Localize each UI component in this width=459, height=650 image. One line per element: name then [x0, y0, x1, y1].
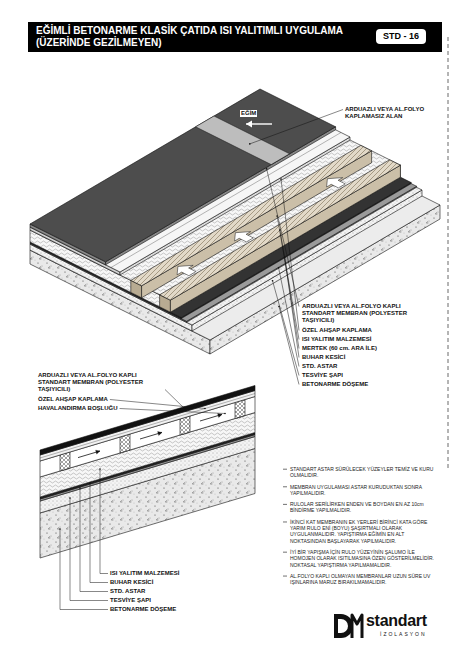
callout-label: TESVİYE ŞAPI	[302, 372, 343, 379]
note-bullet	[283, 504, 287, 505]
leader-dot	[99, 468, 101, 470]
callout-label: ÖZEL AHŞAP KAPLAMA	[38, 396, 108, 403]
leader-line	[281, 179, 299, 331]
logo-mark	[334, 614, 353, 638]
callout-label: BUHAR KESİCİ	[302, 354, 345, 361]
frame-line	[448, 37, 449, 470]
leader-line	[120, 409, 225, 414]
note-bullet	[283, 552, 287, 553]
leader-dot	[59, 528, 61, 530]
callout-label: BUHAR KESİCİ	[110, 579, 153, 586]
leader-dot	[184, 408, 186, 410]
callout-label: HAVALANDIRMA BOŞLUĞU	[38, 405, 118, 412]
note-text: STANDART ASTAR SÜRÜLECEK YÜZEYLER TEMİZ …	[290, 466, 440, 479]
leader-line	[110, 400, 205, 409]
title-banner	[28, 22, 442, 52]
leader-dot	[69, 497, 71, 499]
note-bullet	[283, 469, 287, 470]
air-flow-arrow	[200, 414, 222, 421]
leader-line	[60, 529, 108, 610]
leader-dot	[224, 413, 226, 415]
logo-text: standart	[366, 611, 427, 630]
code-box: STD - 16	[376, 29, 426, 44]
leader-dot	[284, 257, 286, 259]
leader-dot	[79, 487, 81, 489]
leader-line	[90, 483, 108, 583]
leader-dot	[266, 168, 268, 170]
logo-subtext: İZOLASYON	[380, 631, 427, 637]
leader-line	[70, 498, 108, 601]
leader-line	[279, 307, 299, 385]
callout-label: ISI YALITIM MALZEMESİ	[110, 570, 179, 577]
callout-label: ÖZEL AHŞAP KAPLAMA	[302, 327, 372, 334]
leader-line	[267, 169, 299, 307]
leader-line	[277, 216, 299, 339]
roof-section	[40, 386, 255, 559]
slope-arrow-head	[246, 121, 252, 128]
leader-dot	[279, 229, 281, 231]
note-bullet	[283, 486, 287, 487]
note-text: İYİ BİR YAPIŞMA İÇİN RULO YÜZEYİNİN ŞALU…	[290, 549, 440, 568]
leader-dot	[89, 482, 91, 484]
board-grain	[40, 394, 255, 459]
flow-arrow	[235, 232, 254, 242]
leader-dot	[276, 215, 278, 217]
roof-isometric	[30, 89, 440, 354]
callout-label: ARDUAZLI VEYA AL.FOLYO KAPLI STANDART ME…	[302, 303, 427, 324]
title: EĞİMLİ BETONARME KLASİK ÇATIDA ISI YALIT…	[36, 25, 366, 49]
air-flow-arrow	[140, 432, 162, 439]
callout-label: BETONARME DÖŞEME	[302, 381, 368, 388]
callout-label: MERTEK (60 cm. ARA İLE)	[302, 345, 377, 352]
code-text: STD - 16	[383, 31, 419, 41]
leader-line	[80, 488, 108, 592]
leader-dot	[272, 280, 274, 282]
note-text: RULOLAR SERİLİRKEN ENDEN VE BOYDAN EN AZ…	[290, 501, 440, 514]
leader-line	[250, 110, 343, 144]
callout-label: TESVİYE ŞAPI	[110, 597, 151, 604]
leader-dot	[249, 143, 251, 145]
note-bullet	[283, 576, 287, 577]
section-membrane	[40, 386, 255, 456]
logo-mark	[352, 615, 362, 638]
leader-dot	[278, 267, 280, 269]
note-text: MEMBRAN UYGULAMASI ASTAR KURUDUKTAN SONR…	[290, 484, 440, 497]
air-flow-head	[218, 414, 222, 418]
overlap-band	[196, 116, 290, 165]
flow-arrow	[177, 265, 196, 275]
logo-mark	[338, 619, 348, 633]
air-flow-head	[96, 450, 100, 454]
leader-line	[273, 281, 300, 376]
air-flow-arrow	[78, 451, 100, 458]
slope-label: EĞİM	[240, 110, 257, 117]
callout-label: STD. ASTAR	[110, 588, 145, 595]
leader-dot	[204, 408, 206, 410]
air-flow-head	[158, 432, 162, 436]
callout-label: ARDUAZLI VEYA AL.FOLYO KAPLI STANDART ME…	[38, 372, 163, 393]
callout-label: STD. ASTAR	[302, 363, 337, 370]
leader-line	[100, 469, 108, 574]
membrane-layer-top	[30, 89, 336, 262]
note-text: AL.FOLYO KAPLI OLMAYAN MEMBRANLAR UZUN S…	[290, 573, 440, 586]
callout-label: ARDUAZLI VEYA AL.FOLYO KAPLAMASIZ ALAN	[345, 106, 440, 120]
note-text: İKİNCİ KAT MEMBRANIN EK YERLERİ BİRİNCİ …	[290, 519, 440, 544]
note-bullet	[283, 521, 287, 522]
leader-dot	[280, 178, 282, 180]
flow-arrow	[327, 178, 346, 188]
leader-dot	[278, 306, 280, 308]
callout-label: ISI YALITIM MALZEMESİ	[302, 336, 371, 343]
callout-label: BETONARME DÖŞEME	[110, 606, 176, 613]
